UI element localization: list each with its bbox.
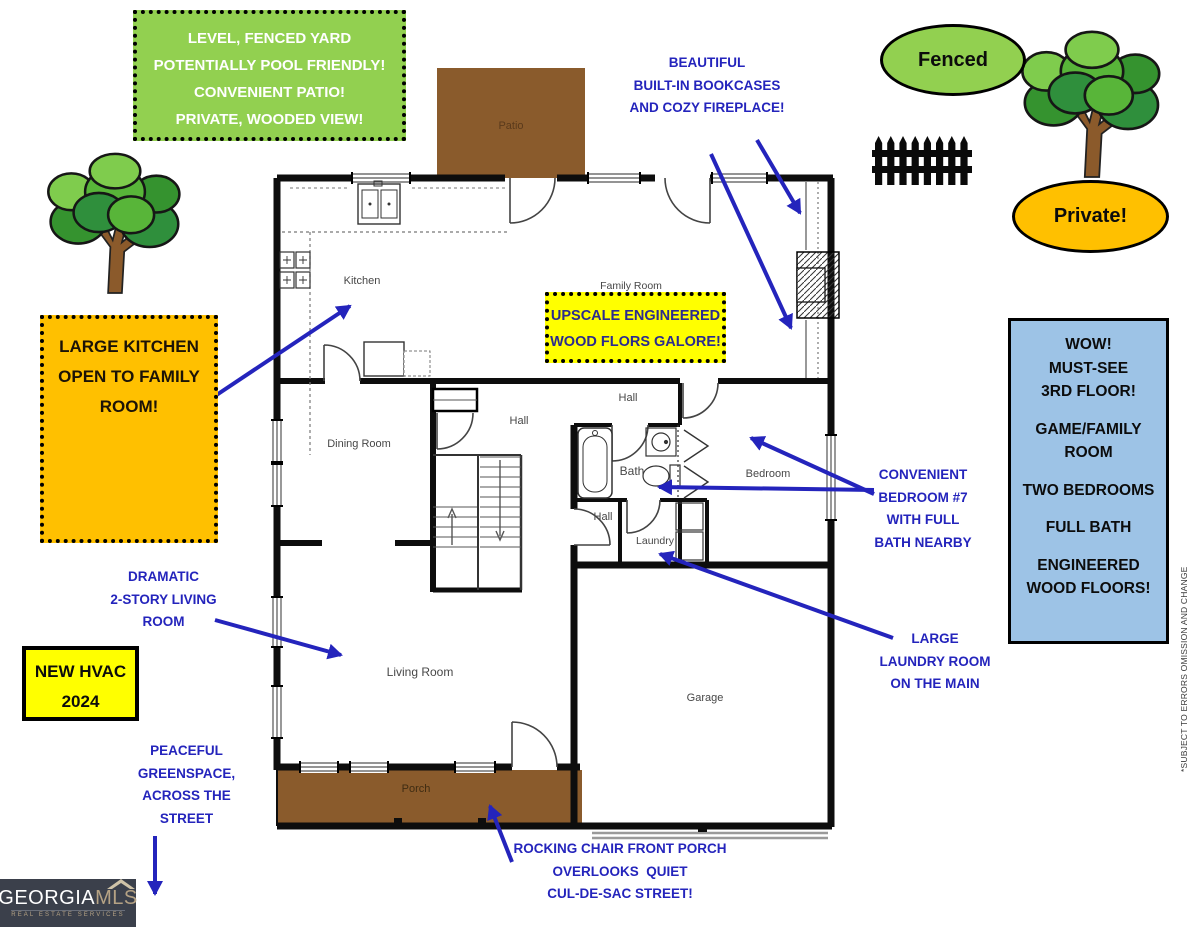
kitchen-callout: LARGE KITCHEN OPEN TO FAMILY ROOM! (40, 315, 218, 543)
room-label-hall-upper: Hall (618, 392, 638, 404)
arrow-to-laundry (658, 550, 894, 640)
bedroom7-annotation: CONVENIENT BEDROOM #7 WITH FULL BATH NEA… (874, 467, 972, 550)
living-room-annotation: DRAMATIC 2-STORY LIVING ROOM (110, 569, 217, 629)
arrow-to-bedroom (749, 436, 875, 496)
room-label-hall-lower: Hall (593, 511, 613, 523)
kitchen-counters (282, 180, 510, 455)
stove-icon (279, 251, 311, 289)
logo-text-georgia: GEORGIA (0, 887, 96, 909)
tree-icon (47, 152, 181, 295)
patio-area (437, 68, 585, 178)
greenspace-annotation: PEACEFUL GREENSPACE, ACROSS THE STREET (137, 743, 236, 826)
disclaimer-text: *SUBJECT TO ERRORS OMISSION AND CHANGE (1179, 566, 1189, 773)
doors (323, 177, 719, 768)
annotation-arrows (147, 138, 894, 896)
tree-icon (1021, 30, 1161, 179)
yard-callout-line: PRIVATE, WOODED VIEW! (175, 111, 364, 128)
logo-tagline: REAL ESTATE SERVICES (11, 910, 125, 918)
room-label-dining-room: Dining Room (327, 438, 391, 450)
room-label-kitchen: Kitchen (343, 275, 381, 287)
bookcase-icon (805, 182, 819, 378)
laundry-annotation: LARGE LAUNDRY ROOM ON THE MAIN (879, 631, 991, 691)
private-badge: Private! (1012, 180, 1169, 253)
room-label-bath: Bath (619, 464, 645, 478)
room-label-hall-center: Hall (509, 415, 529, 427)
arrow-to-living-room (214, 618, 343, 660)
staircase (431, 387, 523, 590)
yard-callout-line: CONVENIENT PATIO! (193, 84, 346, 101)
fenced-badge: Fenced (880, 24, 1026, 96)
third-floor-callout: WOW! MUST-SEE 3RD FLOOR! GAME/FAMILY ROO… (1008, 318, 1169, 644)
logo-text-mls: MLS (95, 887, 138, 909)
arrow-to-fireplace (709, 153, 793, 330)
toilet-icon (642, 464, 681, 488)
room-label-porch: Porch (401, 783, 431, 795)
arrow-to-porch (487, 804, 514, 863)
arrow-to-bookcases (755, 138, 802, 215)
yard-callout: LEVEL, FENCED YARD POTENTIALLY POOL FRIE… (133, 10, 406, 141)
yard-callout-line: POTENTIALLY POOL FRIENDLY! (153, 57, 386, 74)
windows (271, 172, 837, 773)
bathtub-icon (577, 427, 613, 499)
picket-fence-icon (872, 136, 972, 185)
yard-callout-line: LEVEL, FENCED YARD (187, 30, 352, 47)
room-label-laundry: Laundry (636, 535, 674, 547)
room-label-family-room: Family Room (600, 280, 662, 292)
porch-annotation: ROCKING CHAIR FRONT PORCH OVERLOOKS QUIE… (513, 841, 727, 901)
room-label-patio: Patio (498, 120, 524, 132)
bookcases-annotation: BEAUTIFUL BUILT-IN BOOKCASES AND COZY FI… (629, 55, 785, 115)
closet-bifold-doors (677, 425, 710, 500)
arrow-to-bath (657, 479, 875, 496)
logo-roof-icon (106, 879, 135, 889)
room-label-bedroom: Bedroom (745, 468, 791, 480)
garage-door (592, 823, 828, 840)
room-label-garage: Garage (686, 692, 724, 704)
hvac-callout: NEW HVAC 2024 (22, 646, 139, 721)
floors-callout: UPSCALE ENGINEERED WOOD FLORS GALORE! (545, 292, 726, 363)
washer-dryer-icons (675, 502, 704, 561)
fireplace-icon (796, 251, 840, 319)
sink-icon (645, 427, 677, 457)
porch-area (276, 770, 582, 827)
arrow-to-kitchen (210, 304, 352, 400)
room-label-living-room: Living Room (386, 665, 454, 679)
